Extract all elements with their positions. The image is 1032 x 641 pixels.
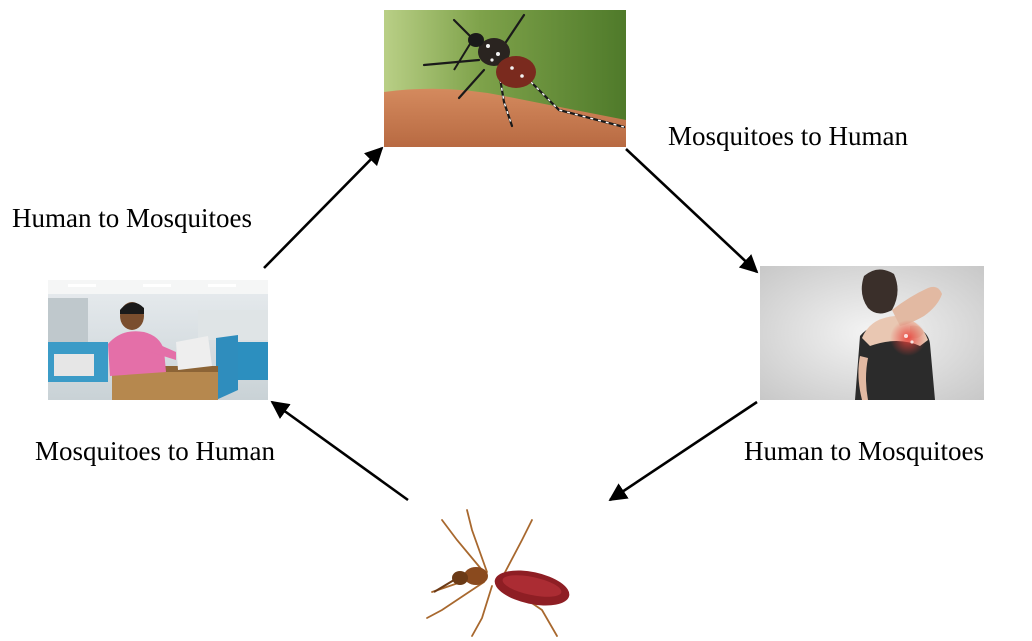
arrow-top-to-right: [626, 149, 757, 272]
label-human-to-mosquitoes-right: Human to Mosquitoes: [744, 438, 984, 465]
label-mosquitoes-to-human-bottom: Mosquitoes to Human: [35, 438, 275, 465]
label-mosquitoes-to-human-top: Mosquitoes to Human: [668, 123, 908, 150]
arrow-left-to-top: [264, 148, 382, 268]
label-human-to-mosquitoes-left: Human to Mosquitoes: [12, 205, 252, 232]
arrow-bottom-to-left: [272, 402, 408, 500]
arrow-right-to-bottom: [610, 402, 757, 500]
